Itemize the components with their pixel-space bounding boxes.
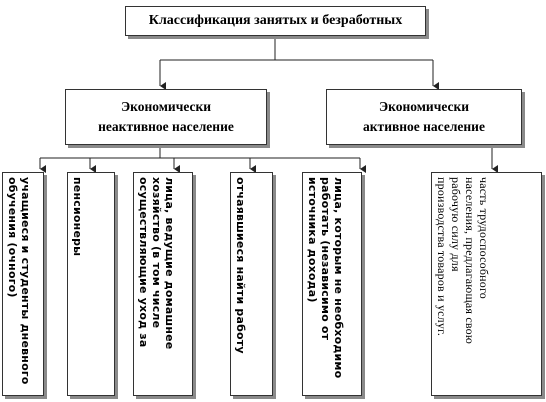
category-active-population: Экономически активное население bbox=[326, 89, 522, 145]
column-discouraged: отчаявшиеся найти работу bbox=[230, 172, 273, 396]
column-household-text: лица, ведущие домашнее хозяйство (в том … bbox=[134, 173, 179, 353]
column-discouraged-line-1: отчаявшиеся найти работу bbox=[234, 177, 247, 354]
category-active-line-1: Экономически bbox=[378, 99, 470, 114]
column-students: учащиеся и студенты дневного обучения (о… bbox=[2, 172, 44, 396]
category-inactive-population: Экономически неактивное население bbox=[65, 89, 267, 145]
column-pensioners: пенсионеры bbox=[67, 172, 115, 396]
column-students-text: учащиеся и студенты дневного обучения (о… bbox=[3, 173, 35, 389]
category-active-line-2: активное население bbox=[363, 119, 485, 134]
column-no-need-to-work: лица, которым не необходимо работать (не… bbox=[302, 172, 362, 396]
column-active-line-4: производства товаров и услуг. bbox=[435, 177, 449, 337]
column-discouraged-text: отчаявшиеся найти работу bbox=[231, 173, 250, 358]
column-pensioners-text: пенсионеры bbox=[68, 173, 87, 260]
column-no-need-line-3: источника дохода) bbox=[306, 177, 319, 303]
column-active-line-3: рабочую силу для bbox=[449, 177, 463, 272]
diagram-title-text: Классификация занятых и безработных bbox=[148, 13, 403, 28]
column-active-line-2: населения, предлагающая свою bbox=[463, 177, 477, 345]
diagram-title: Классификация занятых и безработных bbox=[125, 6, 426, 36]
column-active-line-1: часть трудоспособного bbox=[477, 177, 491, 300]
column-no-need-line-1: лица, которым не необходимо bbox=[332, 177, 345, 379]
column-household: лица, ведущие домашнее хозяйство (в том … bbox=[133, 172, 193, 396]
column-household-line-3: осуществляющие уход за bbox=[137, 177, 150, 348]
column-household-line-1: лица, ведущие домашнее bbox=[163, 177, 176, 350]
column-pensioners-line-1: пенсионеры bbox=[71, 177, 84, 257]
column-students-line-2: обучения (очного) bbox=[6, 177, 19, 298]
column-no-need-text: лица, которым не необходимо работать (не… bbox=[303, 173, 348, 382]
column-household-line-2: хозяйство (в том числе bbox=[150, 177, 163, 329]
category-inactive-line-1: Экономически bbox=[120, 99, 212, 114]
category-inactive-line-2: неактивное население bbox=[98, 119, 234, 134]
column-no-need-line-2: работать (независимо от bbox=[319, 177, 332, 341]
column-students-line-1: учащиеся и студенты дневного bbox=[19, 177, 32, 385]
column-active-text: часть трудоспособного населения, предлаг… bbox=[432, 173, 494, 348]
column-active-labor-force: часть трудоспособного населения, предлаг… bbox=[431, 172, 542, 396]
